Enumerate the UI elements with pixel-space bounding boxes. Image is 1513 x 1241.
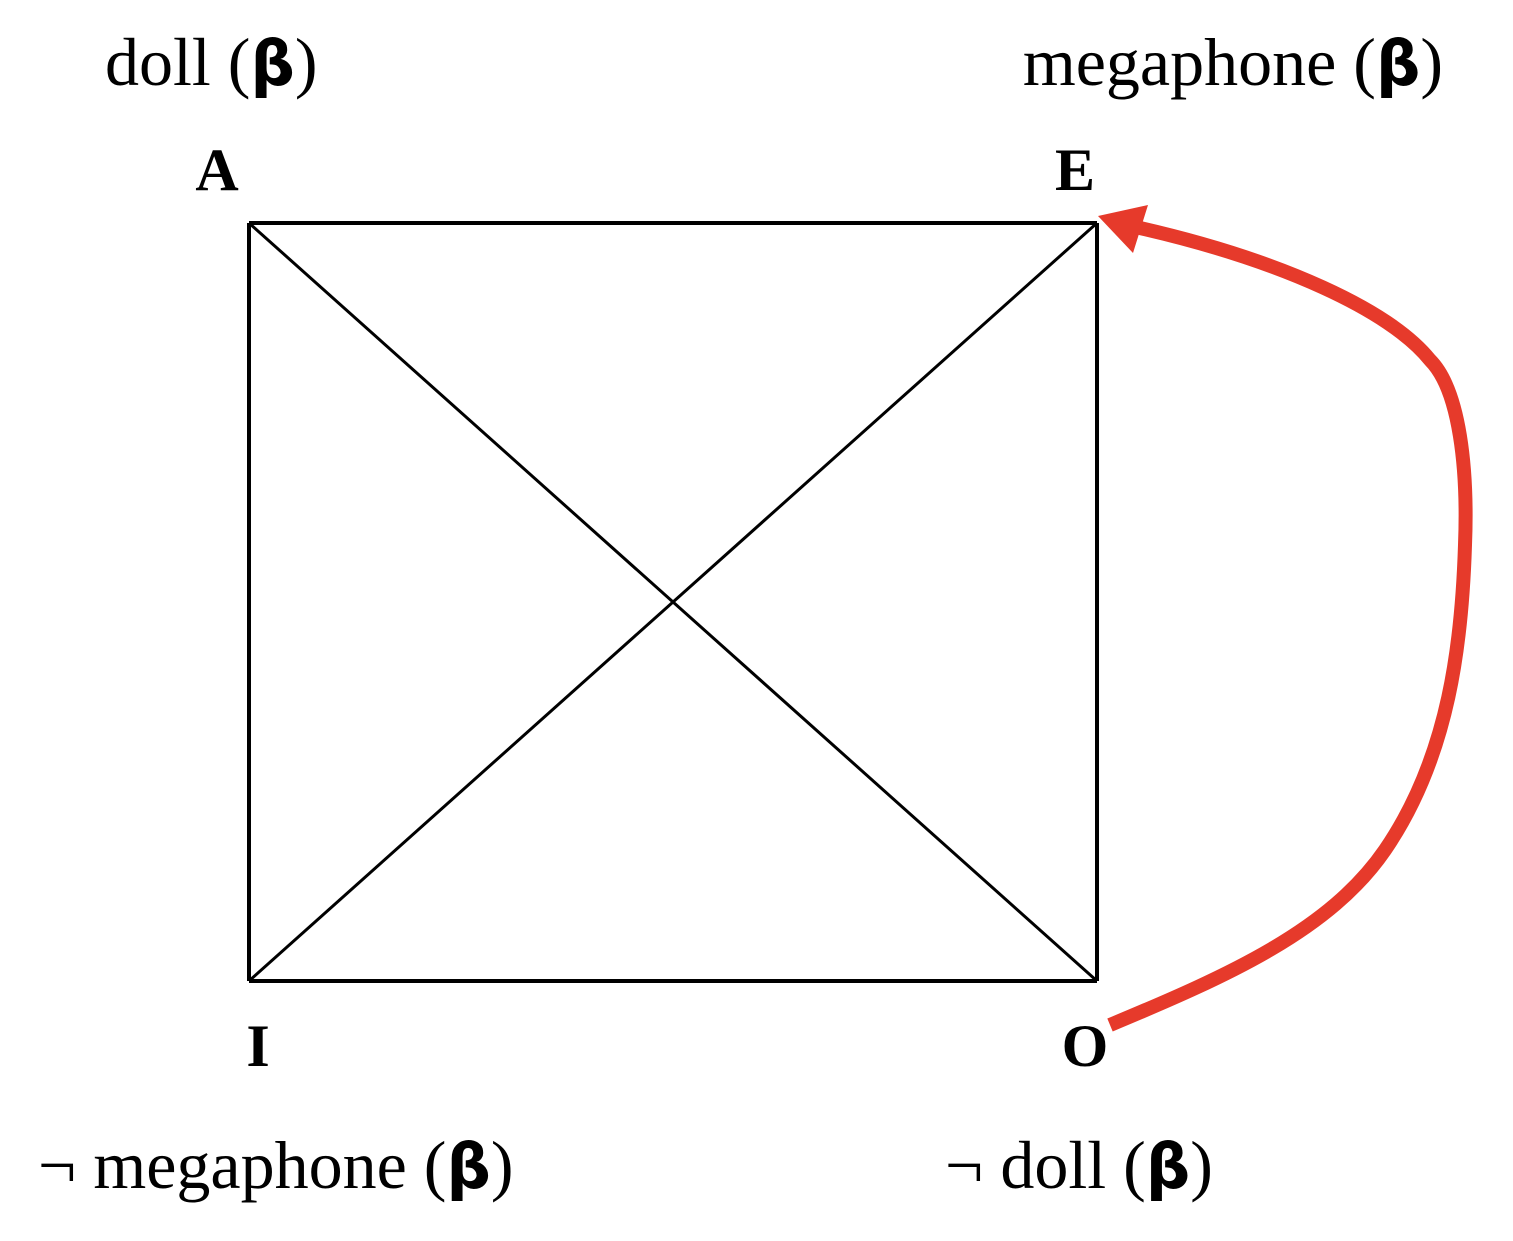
label-o-negation: ¬ [945, 1127, 983, 1203]
corner-letter-o: O [1062, 1013, 1109, 1079]
label-e: megaphone (β) [1023, 24, 1443, 100]
corner-letter-a: A [195, 137, 238, 203]
square-frame [247, 221, 1099, 983]
label-i-predicate: megaphone [93, 1127, 406, 1203]
diagonals [248, 221, 1098, 983]
label-i-negation: ¬ [38, 1127, 76, 1203]
label-a-variable: β [250, 27, 294, 100]
label-e-variable: β [1376, 27, 1420, 100]
label-o-variable: β [1146, 1130, 1190, 1203]
label-a: doll (β) [105, 24, 318, 100]
label-a-predicate: doll [105, 24, 211, 100]
label-o-predicate: doll [1000, 1127, 1106, 1203]
diagonal-e-i [248, 221, 1098, 983]
arrowhead-icon [1098, 205, 1148, 253]
corner-letter-e: E [1055, 137, 1095, 203]
corner-letter-i: I [246, 1013, 269, 1079]
label-i-variable: β [446, 1130, 490, 1203]
label-o: ¬ doll (β) [945, 1127, 1213, 1203]
arrow-o-to-e [1107, 221, 1473, 1032]
label-e-predicate: megaphone [1023, 24, 1336, 100]
label-i: ¬ megaphone (β) [38, 1127, 514, 1203]
